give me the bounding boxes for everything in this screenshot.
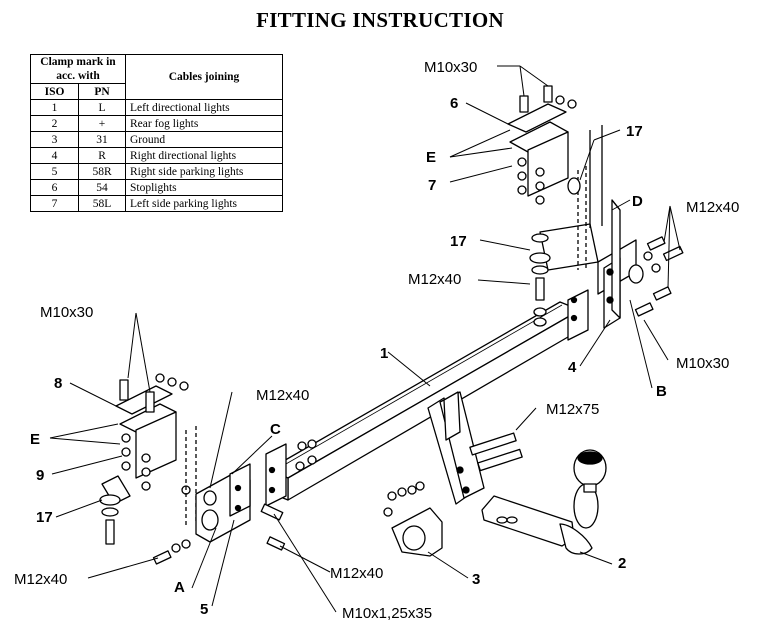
label-part-17-mid: 17: [450, 233, 467, 250]
label-m12x40-mid: M12x40: [408, 271, 461, 288]
m12x75-bolts: [469, 432, 523, 472]
table-row: 7 58L Left side parking lights: [29, 195, 283, 212]
label-m12x75: M12x75: [546, 401, 599, 418]
label-m10x30-right: M10x30: [676, 355, 729, 372]
center-hanger-plate: [427, 391, 485, 505]
label-m12x40-right: M12x40: [686, 199, 739, 216]
cable-cell: Right directional lights: [125, 147, 283, 164]
label-part-17-top: 17: [626, 123, 643, 140]
cable-cell: Stoplights: [125, 179, 283, 196]
left-side-bracket: [99, 373, 197, 545]
leader-lines: [49, 65, 681, 613]
label-a: A: [174, 579, 185, 596]
cables-joining-header: Cables joining: [125, 54, 283, 100]
clamp-mark-header: Clamp mark in acc. with: [30, 54, 126, 84]
cable-legend-table: Clamp mark in acc. with Cables joining I…: [29, 54, 283, 212]
top-mount-plate: [507, 85, 581, 205]
label-m10x30-left: M10x30: [40, 304, 93, 321]
label-part-5: 5: [200, 601, 208, 618]
page-title: FITTING INSTRUCTION: [256, 8, 504, 32]
label-m12x40-bottom: M12x40: [14, 571, 67, 588]
label-part-17-left: 17: [36, 509, 53, 526]
label-b: B: [656, 383, 667, 400]
right-bolts-m12x40: [634, 236, 684, 317]
label-part-6: 6: [450, 95, 458, 112]
table-row: 6 54 Stoplights: [29, 179, 283, 196]
label-e-top: E: [426, 149, 436, 166]
label-part-1: 1: [380, 345, 388, 362]
label-m10x125x35: M10x1,25x35: [342, 605, 432, 622]
cable-cell: Right side parking lights: [125, 163, 283, 180]
callout-labels: M10x30 6 E 7 17 D M12x40 17 M12x40 M10x3…: [14, 59, 739, 622]
label-part-2: 2: [618, 555, 626, 572]
label-e-left: E: [30, 431, 40, 448]
label-part-9: 9: [36, 467, 44, 484]
table-row: 4 R Right directional lights: [29, 147, 283, 164]
socket-plate: [383, 481, 443, 557]
left-mount-plate: [195, 439, 317, 551]
label-part-8: 8: [54, 375, 62, 392]
pn-cell: 58R: [78, 163, 126, 180]
tow-ball-bar: [481, 449, 607, 555]
cable-cell: Left side parking lights: [125, 195, 283, 212]
pn-header: PN: [78, 83, 126, 100]
label-part-3: 3: [472, 571, 480, 588]
iso-cell: 7: [29, 195, 80, 212]
iso-cell: 4: [29, 147, 80, 164]
lower-left-bolts: [152, 539, 191, 565]
label-m12x40-left: M12x40: [256, 387, 309, 404]
label-c: C: [270, 421, 281, 438]
label-d: D: [632, 193, 643, 210]
label-part-4: 4: [568, 359, 577, 376]
middle-bolt-washer: [529, 233, 551, 327]
label-m12x40-center: M12x40: [330, 565, 383, 582]
label-part-7: 7: [428, 177, 436, 194]
table-row: 5 58R Right side parking lights: [29, 163, 283, 180]
label-m10x30-top: M10x30: [424, 59, 477, 76]
crossbar-tube: [267, 301, 581, 501]
